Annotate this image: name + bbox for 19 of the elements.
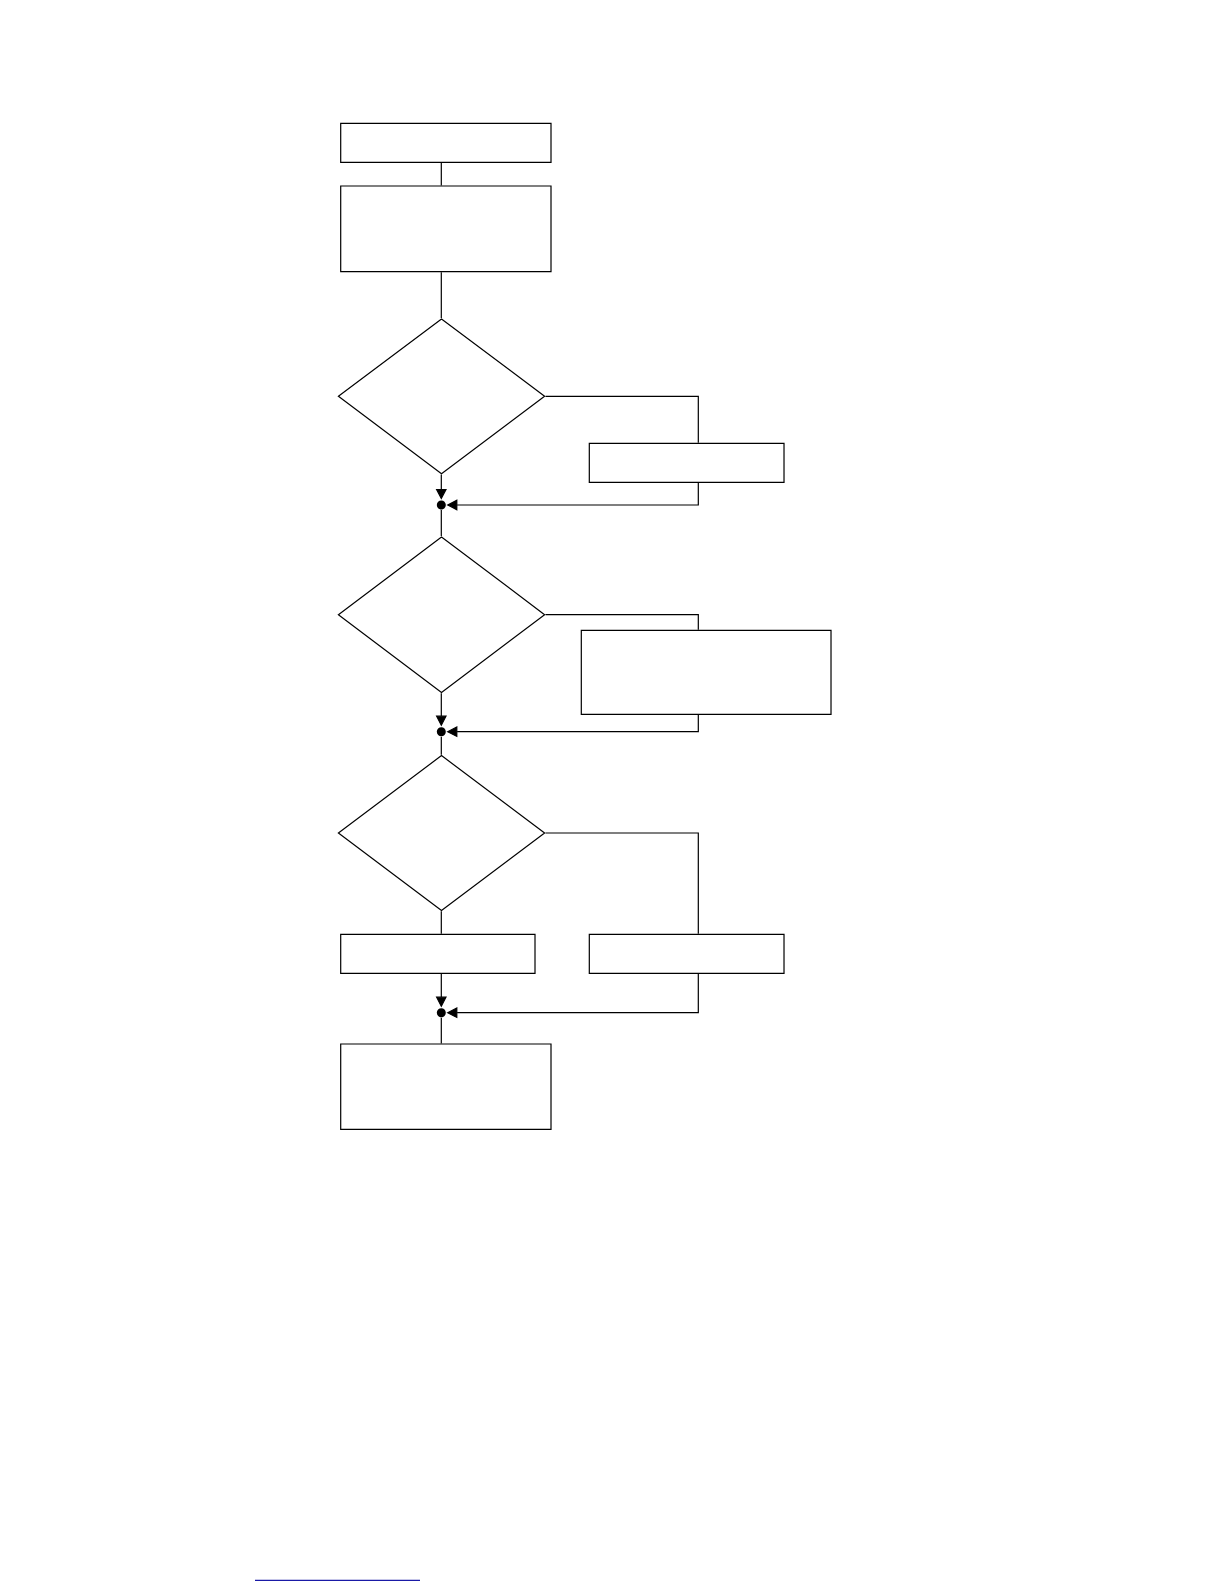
process-box	[340, 933, 536, 974]
process-box	[580, 629, 832, 715]
connector-line	[440, 271, 442, 319]
connector-line	[440, 1017, 442, 1044]
connector-line	[440, 736, 442, 756]
decision-diamond	[337, 754, 546, 912]
connector-line	[440, 162, 442, 186]
decision-diamond	[337, 536, 546, 694]
process-box	[340, 1043, 552, 1130]
connector-line	[440, 509, 442, 537]
connector-line	[544, 395, 699, 444]
connector-line	[544, 614, 699, 631]
process-box	[588, 933, 785, 974]
decision-diamond	[337, 318, 546, 475]
process-box	[340, 185, 552, 273]
process-box	[588, 442, 785, 483]
process-box	[340, 122, 552, 163]
connector-line	[544, 832, 699, 935]
connector-line	[440, 910, 442, 935]
